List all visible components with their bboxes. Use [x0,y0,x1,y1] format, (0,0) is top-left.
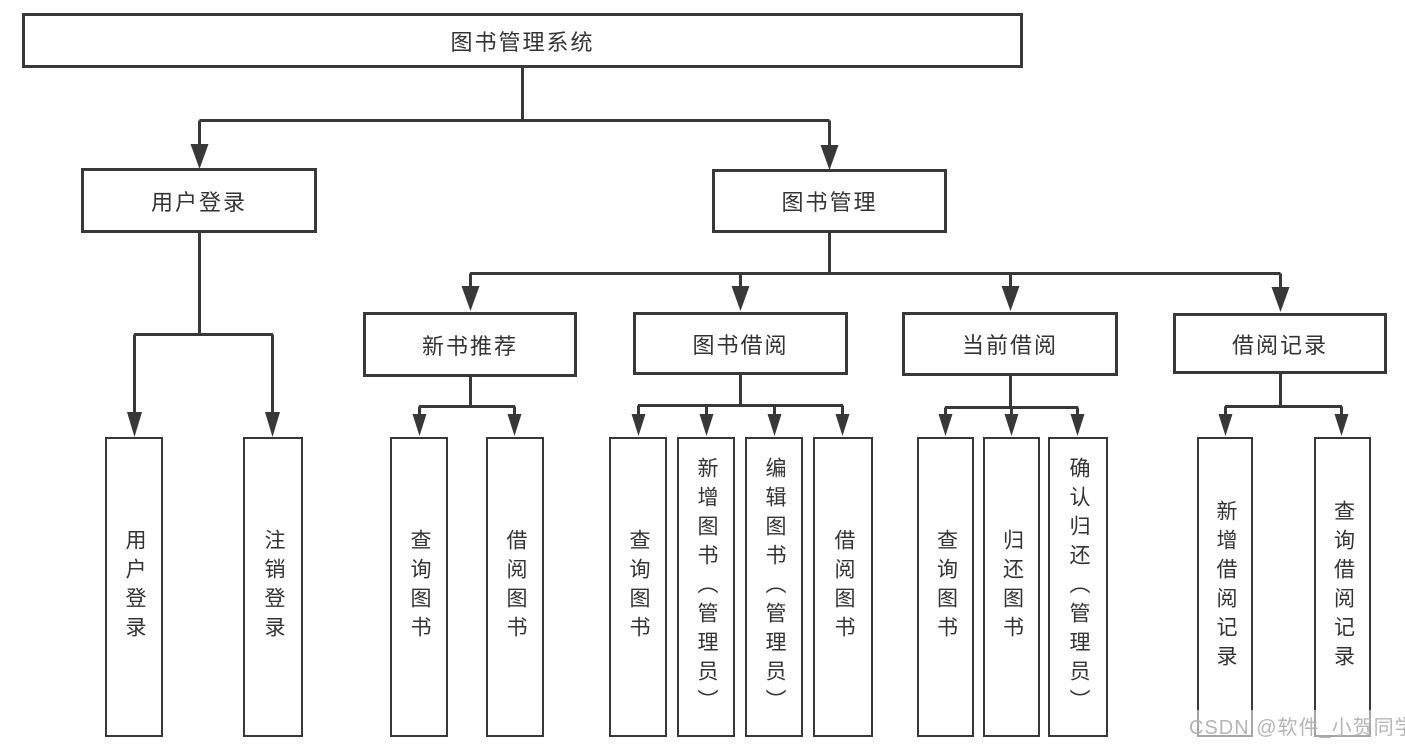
leaf-query-borrow-record-label: 查询借阅记录 [1331,500,1355,674]
leaf-add-books-admin: 新增图书（管理员） [677,437,735,737]
node-library-management-system: 图书管理系统 [22,13,1023,68]
leaf-user-login-label: 用户登录 [123,529,147,645]
leaf-query-books-current: 查询图书 [917,437,974,737]
leaf-query-books-current-label: 查询图书 [934,529,958,645]
leaf-return-books: 归还图书 [983,437,1040,737]
leaf-borrow-books-recommend-label: 借阅图书 [504,529,528,645]
leaf-add-books-admin-label: 新增图书（管理员） [695,456,719,718]
watermark: CSDN @软件_小贺同学 [1186,710,1405,741]
leaf-add-borrow-record-label: 新增借阅记录 [1214,500,1238,674]
node-user-login: 用户登录 [81,168,317,233]
node-book-management: 图书管理 [712,169,947,233]
node-new-book-recommendation: 新书推荐 [363,312,577,377]
leaf-add-borrow-record: 新增借阅记录 [1197,437,1253,737]
leaf-query-books-borrowing: 查询图书 [609,437,667,737]
leaf-edit-books-admin: 编辑图书（管理员） [745,437,803,737]
node-borrowing-records: 借阅记录 [1173,313,1387,374]
leaf-query-books-recommend: 查询图书 [390,437,448,737]
leaf-logout-label: 注销登录 [262,529,286,645]
leaf-borrow-books-recommend: 借阅图书 [486,437,544,737]
leaf-confirm-return-admin: 确认归还（管理员） [1048,437,1108,737]
node-current-borrowing: 当前借阅 [902,312,1118,376]
leaf-logout: 注销登录 [243,437,303,737]
leaf-query-books-borrowing-label: 查询图书 [627,529,651,645]
leaf-user-login: 用户登录 [105,437,163,737]
leaf-confirm-return-admin-label: 确认归还（管理员） [1067,456,1091,718]
leaf-borrow-books-borrowing: 借阅图书 [813,437,873,737]
leaf-borrow-books-borrowing-label: 借阅图书 [832,529,856,645]
leaf-query-books-recommend-label: 查询图书 [408,529,432,645]
leaf-edit-books-admin-label: 编辑图书（管理员） [763,456,787,718]
node-book-borrowing: 图书借阅 [633,312,848,375]
leaf-return-books-label: 归还图书 [1000,529,1024,645]
leaf-query-borrow-record: 查询借阅记录 [1314,437,1371,737]
